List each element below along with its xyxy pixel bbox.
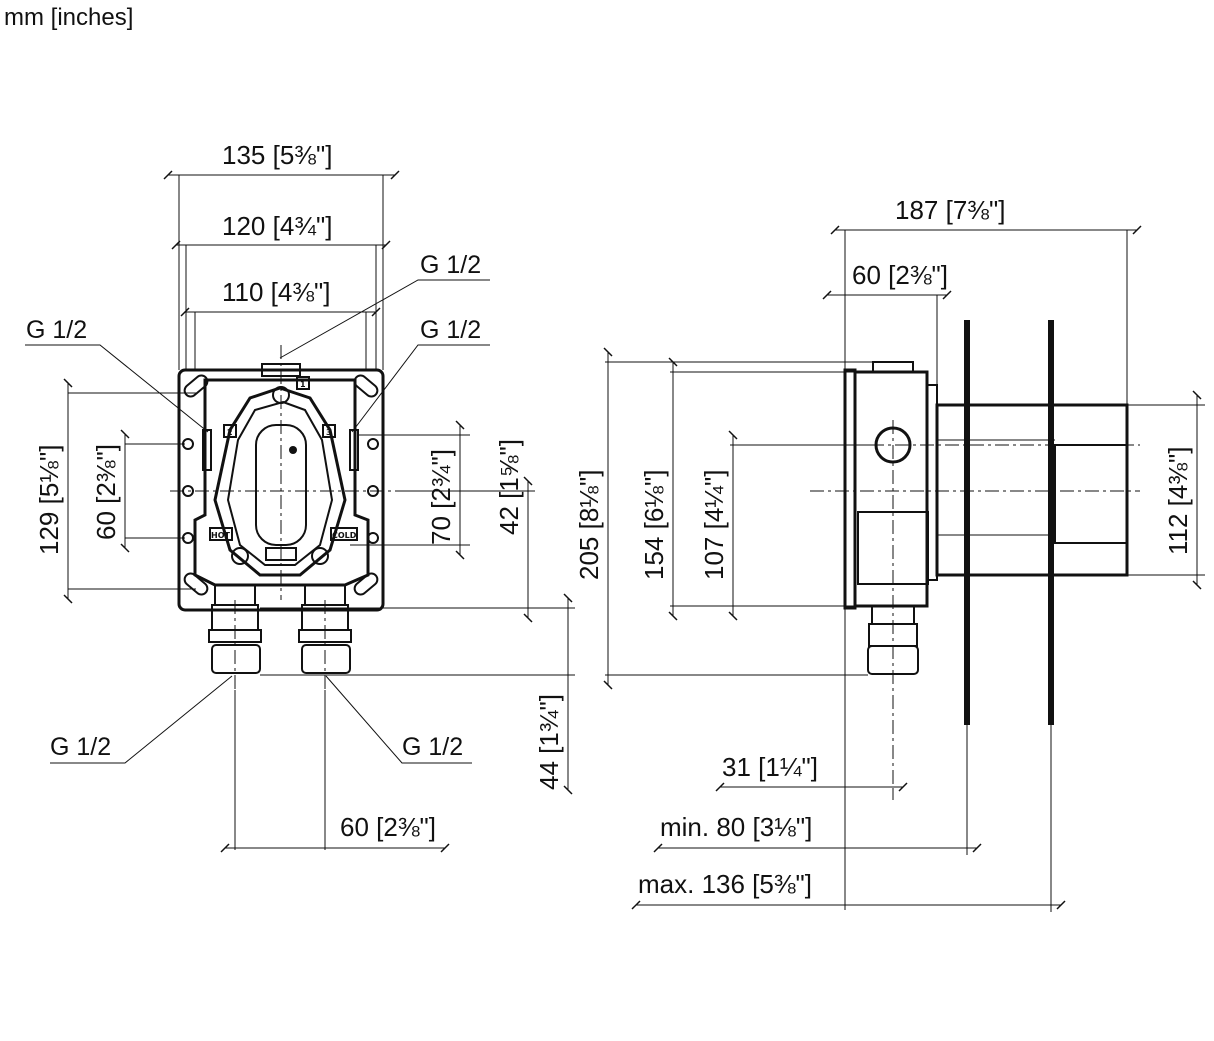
units-label: mm [inches] bbox=[4, 4, 133, 31]
thread-label-lower-right: G 1/2 bbox=[402, 733, 463, 761]
dim-max136: max. 136 [5⅜"] bbox=[638, 869, 812, 899]
dim-44: 44 [1¾"] bbox=[534, 694, 564, 790]
dim-129: 129 [5⅛"] bbox=[34, 445, 64, 555]
cold-label: COLD bbox=[332, 531, 357, 540]
cartridge-outline bbox=[213, 386, 347, 577]
dim-31: 31 [1¼"] bbox=[722, 752, 818, 782]
dim-60-side: 60 [2⅜"] bbox=[852, 260, 948, 290]
thread-label-upper-right: G 1/2 bbox=[420, 316, 481, 344]
port-label-3: 3 bbox=[326, 428, 332, 437]
side-view: 187 [7⅜"] 60 [2⅜"] 205 [8⅛"] 154 [6⅛"] 1… bbox=[574, 195, 1205, 912]
dim-70: 70 [2¾"] bbox=[426, 449, 456, 545]
dim-205: 205 [8⅛"] bbox=[574, 470, 604, 580]
thread-label-top: G 1/2 bbox=[420, 251, 481, 279]
hot-label: HOT bbox=[211, 531, 230, 540]
dim-min80: min. 80 [3⅛"] bbox=[660, 812, 812, 842]
dim-42: 42 [1⅝"] bbox=[494, 439, 524, 535]
thread-label-lower-left: G 1/2 bbox=[50, 733, 111, 761]
thread-label-upper-left: G 1/2 bbox=[26, 316, 87, 344]
dim-135: 135 [5⅜"] bbox=[222, 140, 332, 170]
dim-60-left: 60 [2⅜"] bbox=[91, 444, 121, 540]
dim-120: 120 [4¾"] bbox=[222, 211, 332, 241]
dim-112: 112 [4⅜"] bbox=[1163, 447, 1193, 556]
side-body bbox=[853, 370, 929, 608]
port-label-1: 1 bbox=[300, 380, 306, 389]
front-view: 1 2 3 HOT COLD bbox=[25, 140, 575, 853]
dim-187: 187 [7⅜"] bbox=[895, 195, 1005, 225]
dim-110: 110 [4⅜"] bbox=[222, 277, 331, 307]
dim-107: 107 [4¼"] bbox=[699, 470, 729, 580]
dim-60-bottom: 60 [2⅜"] bbox=[340, 812, 436, 842]
dim-154: 154 [6⅛"] bbox=[639, 470, 669, 580]
